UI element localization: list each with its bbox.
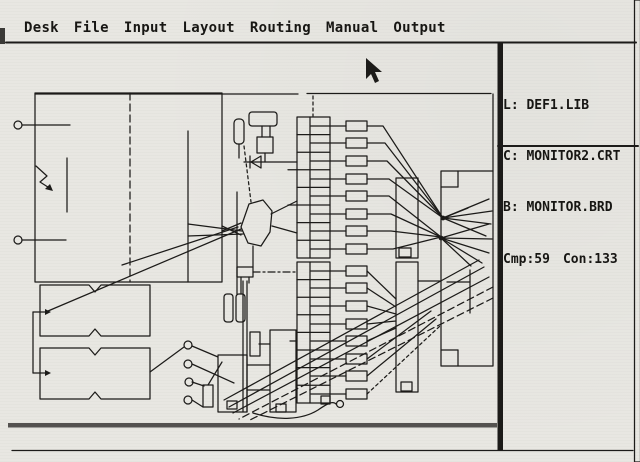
connector-strip-upper bbox=[287, 116, 347, 259]
top-components bbox=[233, 95, 314, 169]
ic-blocks bbox=[395, 177, 442, 393]
deflection-yokes bbox=[32, 284, 151, 400]
crt-file-line: C: MONITOR2.CRT bbox=[503, 149, 621, 164]
arrow-pointer-icon bbox=[366, 58, 382, 83]
library-file-line: L: DEF1.LIB bbox=[503, 98, 590, 113]
connector-strip-lower bbox=[289, 261, 347, 404]
menu-item-layout[interactable]: Layout bbox=[182, 20, 235, 36]
scan-smudge bbox=[0, 28, 5, 44]
menu-item-routing[interactable]: Routing bbox=[249, 20, 311, 36]
scan-edge bbox=[633, 0, 640, 462]
electron-gun-arrow-icon bbox=[35, 157, 68, 213]
menu-item-output[interactable]: Output bbox=[393, 20, 446, 36]
menu-item-input[interactable]: Input bbox=[123, 20, 168, 36]
connection-count: Con:133 bbox=[562, 252, 618, 267]
counts-line: Cmp:59 Con:133 bbox=[503, 251, 638, 268]
component-count: Cmp:59 bbox=[503, 252, 550, 267]
crt-outline bbox=[13, 92, 223, 283]
status-panel: L: DEF1.LIB C: MONITOR2.CRT B: MONITOR.B… bbox=[503, 63, 638, 302]
bottom-component-cluster bbox=[183, 266, 345, 419]
ratsnest-knots bbox=[438, 198, 493, 267]
resistor-array-lower bbox=[345, 265, 441, 400]
board-outline bbox=[34, 92, 494, 172]
canvas-bottom-bar bbox=[8, 423, 497, 428]
board-file-line: B: MONITOR.BRD bbox=[503, 200, 613, 215]
menu-item-manual[interactable]: Manual bbox=[325, 20, 379, 36]
edge-connector-block bbox=[440, 170, 494, 367]
ratsnest-left bbox=[47, 223, 244, 373]
menu-bar: Desk File Input Layout Routing Manual Ou… bbox=[24, 20, 446, 36]
menu-item-desk[interactable]: Desk bbox=[24, 20, 59, 36]
resistor-array-upper bbox=[345, 120, 444, 255]
menu-item-file[interactable]: File bbox=[73, 20, 109, 36]
wire-bundle bbox=[223, 259, 494, 422]
panel-divider-bar bbox=[497, 43, 503, 450]
diode-icon bbox=[243, 155, 298, 169]
